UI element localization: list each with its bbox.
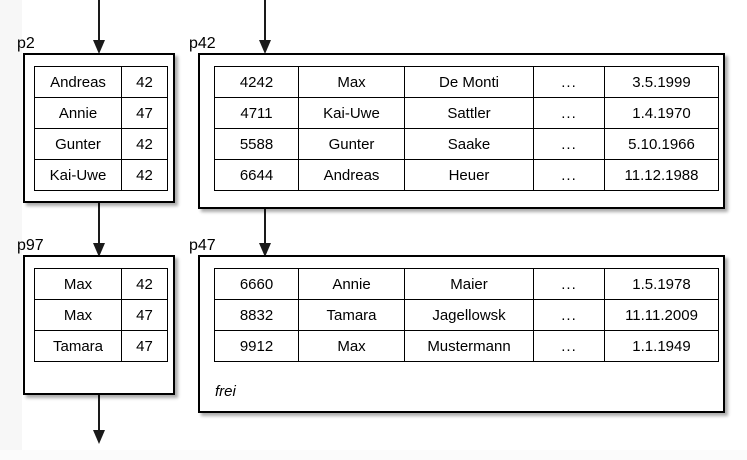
free-space-label: frei (215, 383, 236, 400)
arrow-p42-to-p47 (256, 203, 274, 258)
arrow-into-p2 (90, 0, 108, 55)
cell-id: 6660 (214, 268, 299, 300)
table-row: 6644 Andreas Heuer ... 11.12.1988 (214, 159, 719, 191)
table-row: Tamara 47 (34, 330, 168, 362)
page-box-p47[interactable]: 6660 Annie Maier ... 1.5.1978 8832 Tamar… (198, 255, 725, 413)
table-row: Max 47 (34, 299, 168, 331)
page-label-p97: p97 (17, 237, 44, 254)
cell-date: 3.5.1999 (604, 66, 719, 98)
cell-date: 1.4.1970 (604, 97, 719, 129)
cell-date: 5.10.1966 (604, 128, 719, 160)
arrow-into-p42 (256, 0, 274, 55)
cell-name: Max (34, 268, 122, 300)
cell-lastname: Sattler (404, 97, 534, 129)
cell-lastname: Heuer (404, 159, 534, 191)
cell-value: 42 (121, 66, 168, 98)
cell-firstname: Max (298, 66, 405, 98)
page-box-p97[interactable]: Max 42 Max 47 Tamara 47 (23, 255, 175, 395)
cell-name: Annie (34, 97, 122, 129)
cell-value: 42 (121, 268, 168, 300)
page-box-p42[interactable]: 4242 Max De Monti ... 3.5.1999 4711 Kai-… (198, 53, 725, 209)
cell-date: 1.5.1978 (604, 268, 719, 300)
table-row: Max 42 (34, 268, 168, 300)
cell-name: Gunter (34, 128, 122, 160)
cell-name: Kai-Uwe (34, 159, 122, 191)
arrow-p2-to-p97 (90, 203, 108, 258)
page-margin-left (0, 0, 22, 460)
cell-name: Max (34, 299, 122, 331)
table-row: Andreas 42 (34, 66, 168, 98)
cell-name: Tamara (34, 330, 122, 362)
table-row: Kai-Uwe 42 (34, 159, 168, 191)
table-row: 4242 Max De Monti ... 3.5.1999 (214, 66, 719, 98)
table-row: 9912 Max Mustermann ... 1.1.1949 (214, 330, 719, 362)
index-table-p97: Max 42 Max 47 Tamara 47 (34, 268, 168, 362)
cell-value: 42 (121, 159, 168, 191)
cell-id: 9912 (214, 330, 299, 362)
cell-date: 11.12.1988 (604, 159, 719, 191)
page-label-p42: p42 (189, 35, 216, 52)
table-row: 4711 Kai-Uwe Sattler ... 1.4.1970 (214, 97, 719, 129)
cell-id: 4242 (214, 66, 299, 98)
data-table-p42: 4242 Max De Monti ... 3.5.1999 4711 Kai-… (214, 66, 719, 191)
cell-value: 47 (121, 299, 168, 331)
cell-value: 47 (121, 97, 168, 129)
cell-id: 8832 (214, 299, 299, 331)
cell-lastname: De Monti (404, 66, 534, 98)
cell-more: ... (533, 97, 605, 129)
cell-firstname: Annie (298, 268, 405, 300)
cell-date: 11.11.2009 (604, 299, 719, 331)
cell-value: 47 (121, 330, 168, 362)
table-row: 6660 Annie Maier ... 1.5.1978 (214, 268, 719, 300)
cell-more: ... (533, 299, 605, 331)
cell-firstname: Gunter (298, 128, 405, 160)
cell-id: 4711 (214, 97, 299, 129)
cell-lastname: Mustermann (404, 330, 534, 362)
cell-lastname: Maier (404, 268, 534, 300)
cell-id: 5588 (214, 128, 299, 160)
data-table-p47: 6660 Annie Maier ... 1.5.1978 8832 Tamar… (214, 268, 719, 362)
table-row: 8832 Tamara Jagellowsk ... 11.11.2009 (214, 299, 719, 331)
cell-value: 42 (121, 128, 168, 160)
cell-lastname: Saake (404, 128, 534, 160)
cell-more: ... (533, 128, 605, 160)
cell-more: ... (533, 159, 605, 191)
cell-date: 1.1.1949 (604, 330, 719, 362)
arrow-out-of-p97 (90, 393, 108, 445)
table-row: Gunter 42 (34, 128, 168, 160)
cell-more: ... (533, 268, 605, 300)
cell-name: Andreas (34, 66, 122, 98)
index-table-p2: Andreas 42 Annie 47 Gunter 42 Kai-Uwe 42 (34, 66, 168, 191)
cell-firstname: Andreas (298, 159, 405, 191)
cell-more: ... (533, 330, 605, 362)
page-label-p47: p47 (189, 237, 216, 254)
table-row: 5588 Gunter Saake ... 5.10.1966 (214, 128, 719, 160)
cell-firstname: Max (298, 330, 405, 362)
table-row: Annie 47 (34, 97, 168, 129)
page-label-p2: p2 (17, 35, 35, 52)
page-margin-bottom (0, 450, 747, 460)
cell-more: ... (533, 66, 605, 98)
cell-lastname: Jagellowsk (404, 299, 534, 331)
cell-firstname: Tamara (298, 299, 405, 331)
page-box-p2[interactable]: Andreas 42 Annie 47 Gunter 42 Kai-Uwe 42 (23, 53, 175, 203)
cell-firstname: Kai-Uwe (298, 97, 405, 129)
cell-id: 6644 (214, 159, 299, 191)
